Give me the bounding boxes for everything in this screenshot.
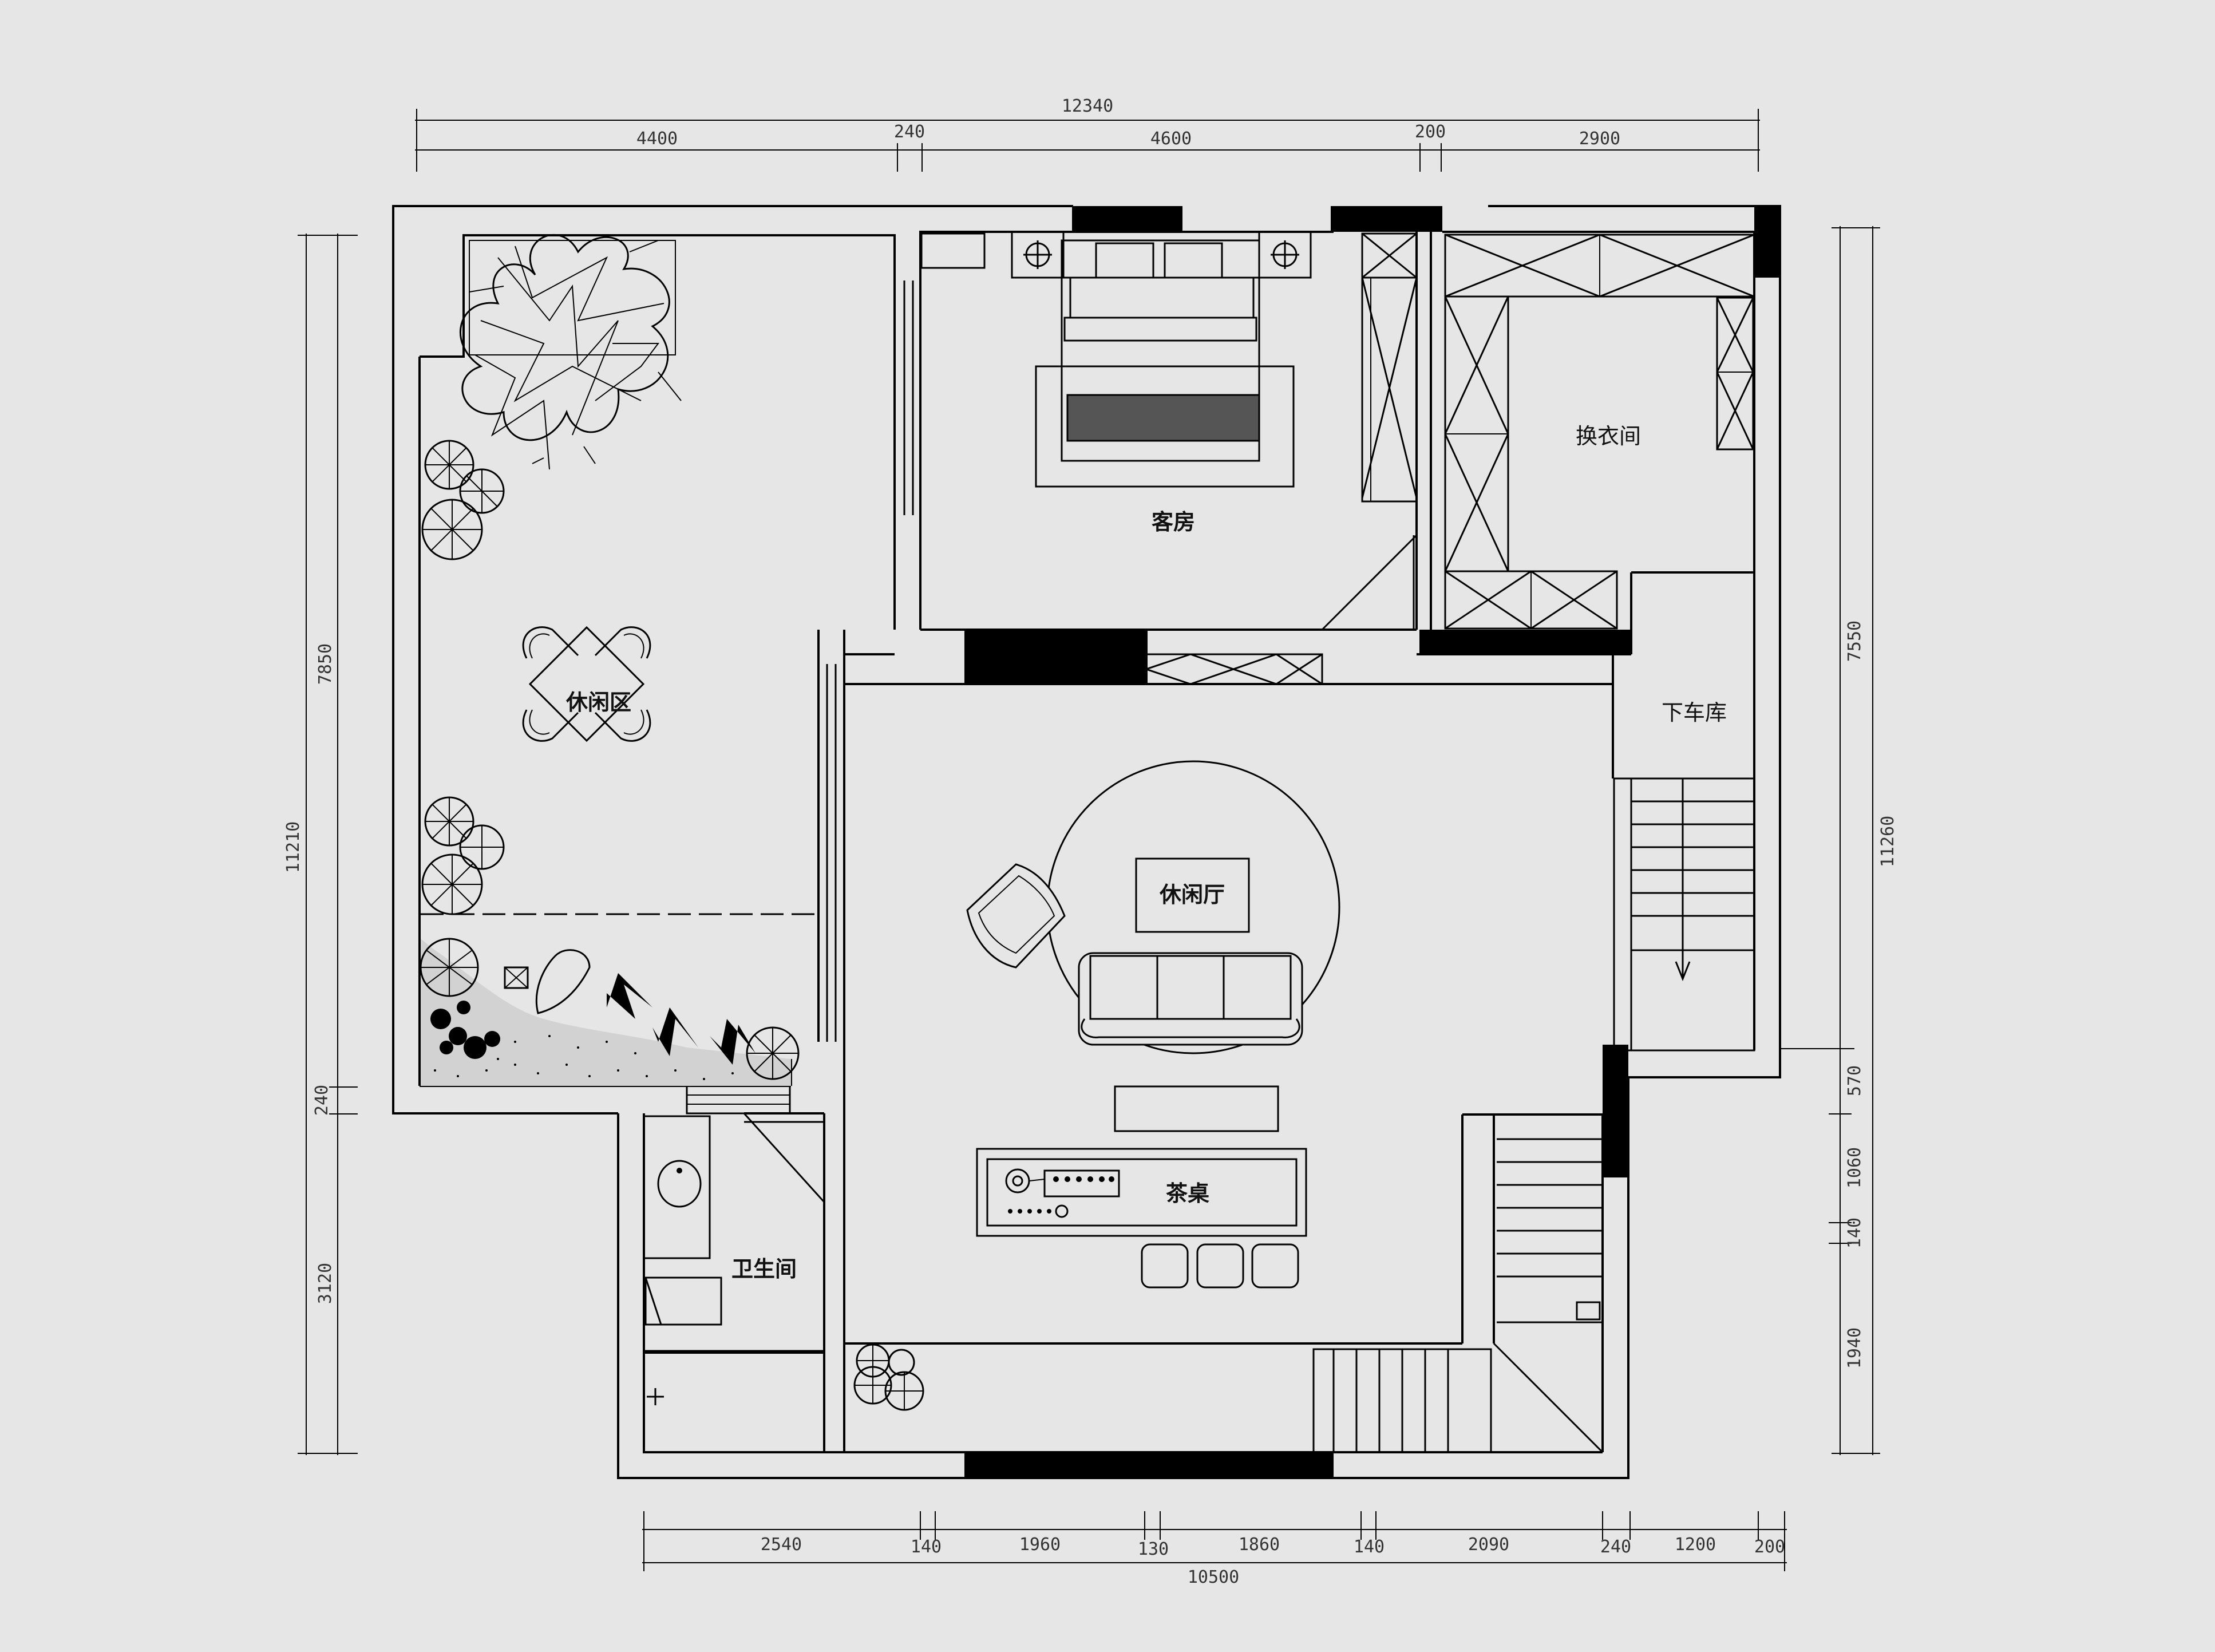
dim-bottom-seg: 1960 [1019,1535,1061,1555]
stool [1141,1243,1189,1289]
right-dimensions: 11260 7550 570 1060 140 1940 [1780,226,1898,1455]
leisure-hall: 休闲厅 [966,760,1340,1132]
dim-left-inner: 240 [312,1085,332,1116]
dim-right-outer: 11260 [1878,816,1898,867]
dim-bottom-seg: 2540 [761,1535,802,1555]
dim-top-seg: 200 [1415,122,1446,142]
windows [686,280,914,1114]
sofa-icon [1078,952,1303,1046]
coffee-table [1114,1085,1279,1132]
guest-room: 客房 [920,231,1418,631]
dim-bottom-seg: 140 [1354,1537,1385,1557]
nightstand-lamp-icon [1011,231,1065,279]
room-label-garage-down: 下车库 [1662,700,1727,725]
dim-bottom-seg: 200 [1754,1537,1785,1557]
door-swing [1321,534,1418,631]
dim-bottom-total: 10500 [1188,1567,1239,1587]
dim-top-seg: 240 [894,122,925,142]
solid-walls [964,206,1780,1478]
dim-top-total: 12340 [1062,96,1113,116]
stool [1251,1243,1299,1289]
room-label-leisure-area: 休闲区 [565,690,631,715]
tree-icon [460,234,682,470]
dim-right-inner: 1940 [1845,1327,1865,1369]
room-label-bathroom: 卫生间 [731,1256,797,1282]
tea-set-icon [1005,1168,1120,1218]
shrub-icon [421,796,505,915]
dim-top-seg: 2900 [1579,129,1620,149]
dim-bottom-seg: 2090 [1468,1535,1509,1555]
table-chairs-icon [522,626,651,742]
shrub-icon [853,1343,924,1411]
dim-top-seg: 4600 [1150,129,1192,149]
flower-icon [607,973,756,1065]
bathroom: 卫生间 [643,1112,825,1405]
cabinet-strip [1055,653,1323,685]
left-dimensions: 11210 7850 240 3120 [283,234,358,1455]
room-label-guest-room: 客房 [1152,509,1195,535]
dim-left-inner: 7850 [315,643,335,685]
room-label-tea-table: 茶桌 [1166,1181,1209,1206]
bed [1035,239,1295,488]
armchair-icon [966,863,1066,969]
wardrobe [1361,232,1418,503]
toilet-icon [644,1276,722,1326]
dim-right-inner: 570 [1845,1065,1865,1096]
shrub-icon [421,440,505,560]
guest-room-closet-stub [920,232,986,269]
dim-right-inner: 140 [1845,1218,1865,1248]
dim-top-seg: 4400 [636,129,678,149]
dim-bottom-seg: 140 [911,1537,942,1557]
dim-bottom-seg: 1200 [1675,1535,1716,1555]
garage-stairs: 下车库 [1613,700,1755,1052]
stool [1196,1243,1244,1289]
top-dimensions: 12340 4400 240 4600 200 2900 [415,96,1760,172]
sink-icon [657,1160,702,1208]
dim-right-inner: 7550 [1845,621,1865,662]
dim-right-inner: 1060 [1845,1147,1865,1188]
dim-bottom-seg: 130 [1138,1539,1169,1559]
room-label-leisure-hall: 休闲厅 [1159,882,1225,907]
room-label-dressing-room: 换衣间 [1576,424,1641,449]
stairs [1312,1138,1604,1453]
dim-left-inner: 3120 [315,1263,335,1304]
dim-bottom-seg: 240 [1600,1537,1631,1557]
tea-table-area: 茶桌 [976,1148,1307,1289]
dim-left-outer: 11210 [283,821,303,873]
dim-bottom-seg: 1860 [1239,1535,1280,1555]
shower-icon [647,1388,664,1405]
garden-bed [420,938,800,1086]
leisure-area: 休闲区 [420,234,818,1086]
dressing-room: 换衣间 [1444,234,1755,630]
nightstand-lamp-icon [1258,231,1312,279]
bottom-dimensions: 2540 140 1960 130 1860 140 2090 240 1200… [642,1511,1787,1587]
